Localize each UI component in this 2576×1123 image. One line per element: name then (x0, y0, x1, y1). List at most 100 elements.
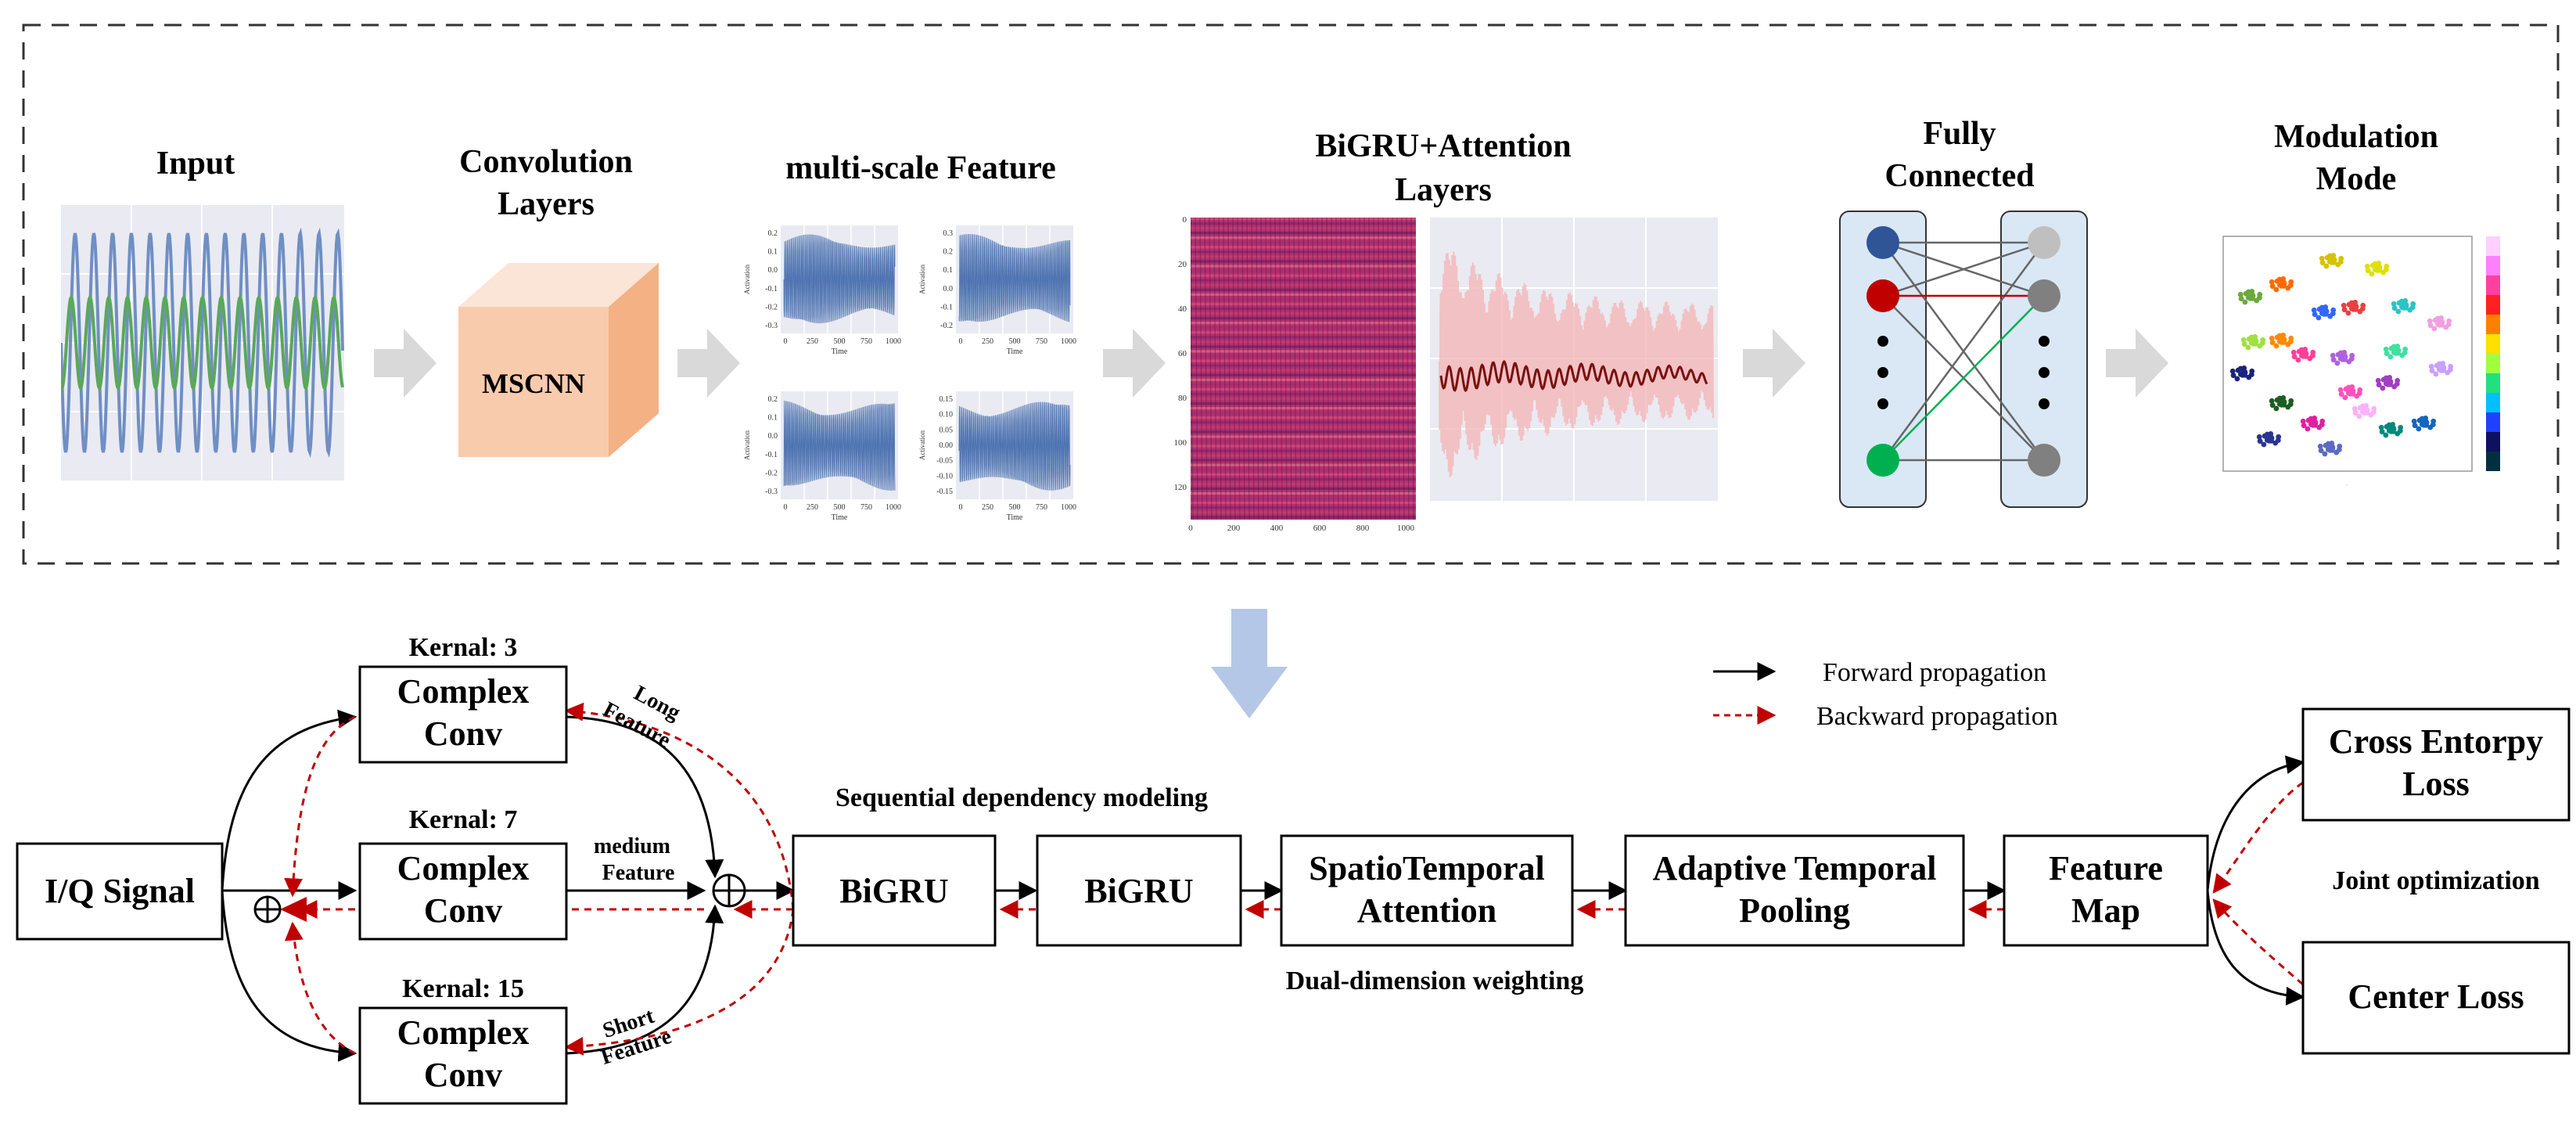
input-q-waveform (61, 293, 344, 392)
down-arrow (1211, 609, 1288, 718)
legend-forward: Forward propagation (1823, 658, 2046, 687)
iq-signal-box (16, 842, 224, 941)
complex-conv-7-line1: Complex (397, 849, 530, 887)
complex-conv-3-line1: Complex (397, 672, 530, 711)
fc-right-panel (2000, 211, 2088, 508)
fc-input-node-blue (1866, 226, 1899, 259)
msf-xtick: 0 (784, 337, 788, 346)
fc-title-line1: Fully (1923, 116, 1996, 152)
msf-ytick: 0.0 (943, 285, 954, 293)
heatmap-xtick: 600 (1313, 524, 1327, 533)
cross-entropy-box (2301, 707, 2571, 822)
feature-map-line1: Feature (2049, 849, 2163, 887)
spatiotemporal-line1: SpatioTemporal (1309, 849, 1545, 887)
msf-xtick: 750 (1036, 503, 1047, 512)
msf-xlabel: Time (832, 347, 848, 356)
msf-ytick: -0.3 (765, 488, 778, 496)
flow-arrow-2 (677, 329, 740, 398)
tsne-cluster-24 (2256, 431, 2282, 448)
tsne-xaxis-tick: . (2346, 481, 2348, 487)
complex-conv-7-line2: Conv (424, 891, 502, 930)
heatmap-ytick: 100 (1174, 438, 1187, 448)
msf-waveform-3 (783, 400, 896, 491)
msf-waveform-2 (958, 233, 1071, 322)
bigru-1-label: BiGRU (839, 872, 948, 910)
msf-ytick: 0.3 (943, 229, 954, 238)
bigru-2-label: BiGRU (1084, 872, 1193, 910)
tsne-cluster-10 (2427, 315, 2452, 332)
medium-feature-line1: medium (594, 834, 670, 858)
tsne-cluster-15 (2428, 361, 2454, 377)
msf-ytick: 0.0 (768, 432, 778, 441)
conv-title-line2: Layers (498, 186, 595, 222)
medium-feature-line2: Feature (602, 861, 675, 885)
heatmap-xtick: 1000 (1397, 524, 1415, 533)
heatmap-xtick: 400 (1270, 524, 1284, 533)
heatmap-ytick: 0 (1183, 215, 1187, 225)
tsne-colorbar (2486, 236, 2500, 471)
msf-title: multi-scale Feature (785, 150, 1056, 186)
msf-ytick: 0.05 (940, 426, 954, 434)
fc-left-panel (1839, 211, 1927, 508)
tsne-cluster-8 (2341, 300, 2366, 316)
flow-arrow-4 (1743, 329, 1805, 398)
tsne-cluster-12 (2330, 350, 2355, 366)
kernel-7-label: Kernal: 7 (409, 805, 518, 834)
tsne-cluster-13 (2383, 344, 2409, 360)
msf-xtick: 500 (834, 337, 846, 346)
msf-ytick: 0.1 (943, 266, 954, 275)
msf-ytick: 0.00 (940, 441, 954, 450)
top-panel-border (22, 23, 2560, 565)
heatmap-ytick: 20 (1178, 260, 1187, 269)
input-title: Input (156, 146, 235, 182)
msf-ytick: -0.1 (765, 285, 778, 293)
heatmap-xtick: 0 (1188, 524, 1193, 533)
tsne-cluster-7 (2311, 304, 2337, 321)
input-signal-plot (61, 205, 344, 481)
msf-ytick: -0.2 (940, 322, 953, 330)
mod-title-line1: Modulation (2274, 119, 2438, 155)
msf-xtick: 1000 (1061, 337, 1076, 346)
tsne-cluster-4 (2364, 261, 2390, 277)
adaptive-pooling-line2: Pooling (1739, 891, 1850, 930)
msf-ytick: 0.1 (768, 414, 778, 423)
heatmap-ytick: 80 (1178, 394, 1187, 403)
mscnn-label: MSCNN (482, 368, 585, 399)
complex-conv-15-line2: Conv (424, 1056, 502, 1094)
seq-modeling-label: Sequential dependency modeling (835, 783, 1208, 812)
complex-conv-15-line1: Complex (397, 1013, 530, 1052)
fc-output-node-1 (2028, 226, 2060, 259)
heatmap-xtick: 800 (1356, 524, 1370, 533)
complex-conv-3-line2: Conv (424, 714, 502, 753)
tsne-cluster-3 (2319, 253, 2344, 269)
msf-waveform-4 (958, 401, 1071, 491)
spatiotemporal-box (1280, 834, 1574, 947)
dual-weighting-label: Dual-dimension weighting (1286, 966, 1584, 995)
msf-ytick: -0.2 (765, 469, 778, 477)
msf-ylabel: Activation (743, 430, 751, 460)
flow-arrow-1 (374, 329, 437, 398)
tsne-cluster-22 (2378, 422, 2404, 438)
msf-xlabel: Time (832, 513, 848, 522)
msf-xtick: 1000 (1061, 503, 1076, 512)
tsne-modulation-plot: . (2222, 236, 2500, 487)
iq-signal-label: I/Q Signal (45, 872, 195, 910)
feature-map-line2: Map (2071, 891, 2140, 930)
conv-title-line1: Convolution (459, 144, 633, 180)
msf-ylabel: Activation (918, 265, 926, 294)
adaptive-pooling-box (1624, 834, 1965, 947)
bigru-2-box (1036, 834, 1242, 947)
msf-ytick: 0.2 (768, 229, 778, 238)
tsne-cluster-6 (2269, 333, 2294, 349)
mscnn-cube: MSCNN (458, 263, 659, 457)
msf-xtick: 750 (860, 503, 872, 512)
msf-xtick: 0 (959, 337, 963, 346)
msf-xtick: 250 (807, 337, 818, 346)
cross-entropy-line1: Cross Entorpy (2329, 722, 2543, 761)
legend: Forward propagation Backward propagation (1713, 658, 2058, 731)
